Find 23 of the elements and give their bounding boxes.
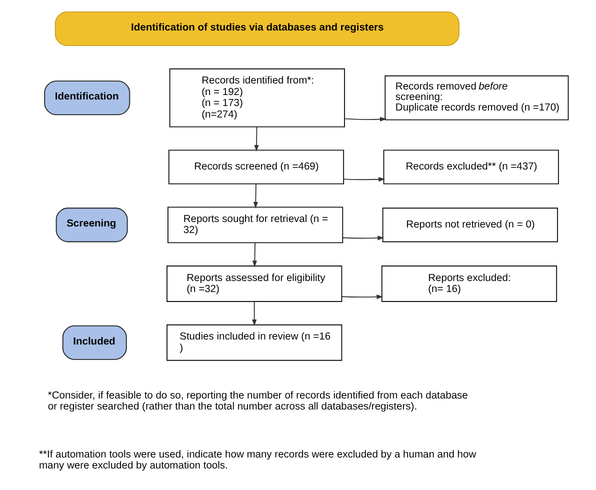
node-box: Reports not retrieved (n = 0) (382, 208, 558, 242)
node-box: Included (62, 325, 126, 360)
arrow (341, 294, 383, 300)
label: *Consider, if feasible to do so, reporting the number of records identified from each database or register searched (rather than the total number across all databases/registers). (47, 390, 468, 413)
label: **If automation tools were used, indicate how many records were excluded by a human and how many were excluded by automation tools. (38, 449, 476, 472)
node-box: Records excluded** (n =437) (382, 150, 558, 184)
node-box: Reports assessed for eligibility (n =32) (166, 266, 342, 302)
node-box: Records screened (n =469) (168, 150, 344, 184)
node-box: Reports sought for retrieval (n = 32) (166, 206, 343, 244)
node-box: Records removed before screening: Duplicate records removed (n =170) (384, 75, 568, 120)
node-box: Screening (55, 208, 128, 242)
arrow (252, 242, 257, 268)
node-box: Reports excluded: (n= 16) (380, 266, 557, 302)
arrow (342, 177, 385, 182)
arrow (252, 183, 258, 208)
arrow (344, 116, 386, 122)
node-box: Studies included in review (n =16 ) (166, 324, 342, 361)
arrow (342, 236, 384, 240)
node-box: Identification of studies via databases and registers (54, 11, 459, 46)
node-box: Records identified from*: (n = 192) (n = 173) (n=274) (168, 68, 344, 128)
arrow (254, 126, 258, 152)
arrow (252, 301, 256, 326)
node-box: Identification (44, 80, 130, 116)
